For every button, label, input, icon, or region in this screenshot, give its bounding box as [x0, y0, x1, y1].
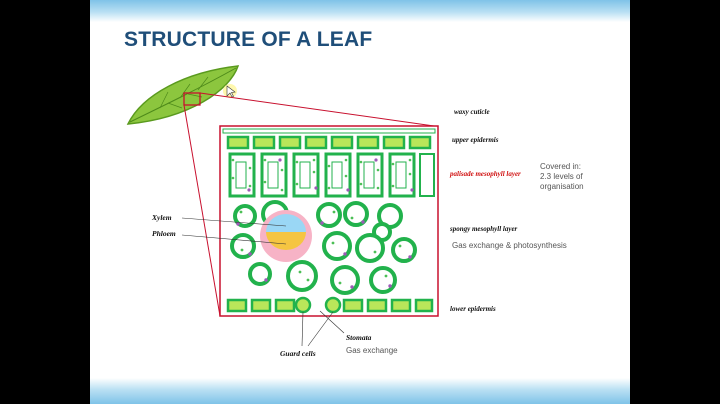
stomata-label: Stomata — [346, 333, 372, 342]
stomata-function-note: Gas exchange — [346, 346, 398, 355]
lower-epidermis-cells — [226, 296, 434, 314]
covered-in-note-line3: organisation — [540, 182, 584, 191]
spongy-layer-label: spongy mesophyll layer — [449, 225, 518, 233]
guard-cell-right — [324, 296, 342, 314]
spongy-function-note: Gas exchange & photosynthesis — [452, 241, 567, 250]
leaf-illustration — [126, 65, 240, 125]
top-decorative-band — [90, 0, 630, 22]
slide-title: STRUCTURE OF A LEAF — [124, 28, 373, 51]
phloem-label: Phloem — [152, 229, 176, 238]
covered-in-note-line1: Covered in: — [540, 162, 581, 171]
lower-epidermis-label: lower epidermis — [450, 305, 496, 313]
leaf-diagram: Xylem Phloem Stomata Gas exchange Guard … — [126, 65, 584, 358]
waxy-cuticle-label: waxy cuticle — [454, 108, 490, 116]
bottom-decorative-band — [90, 378, 630, 404]
guard-cells-label: Guard cells — [280, 349, 316, 358]
palisade-mesophyll-cells — [228, 152, 435, 198]
xylem-label: Xylem — [151, 213, 172, 222]
mouse-pointer-icon — [223, 84, 237, 98]
waxy-cuticle-layer — [222, 128, 436, 134]
zoom-line-bottom — [183, 104, 221, 317]
zoom-line-top — [199, 92, 435, 127]
upper-epidermis-label: upper epidermis — [452, 136, 499, 144]
palisade-layer-label: palisade mesophyll layer — [449, 170, 521, 178]
upper-epidermis-cells — [226, 135, 432, 150]
covered-in-note-line2: 2.3 levels of — [540, 172, 583, 181]
guard-cell-left — [294, 296, 312, 314]
slide: STRUCTURE OF A LEAF — [90, 0, 630, 404]
vascular-bundle — [260, 210, 312, 262]
